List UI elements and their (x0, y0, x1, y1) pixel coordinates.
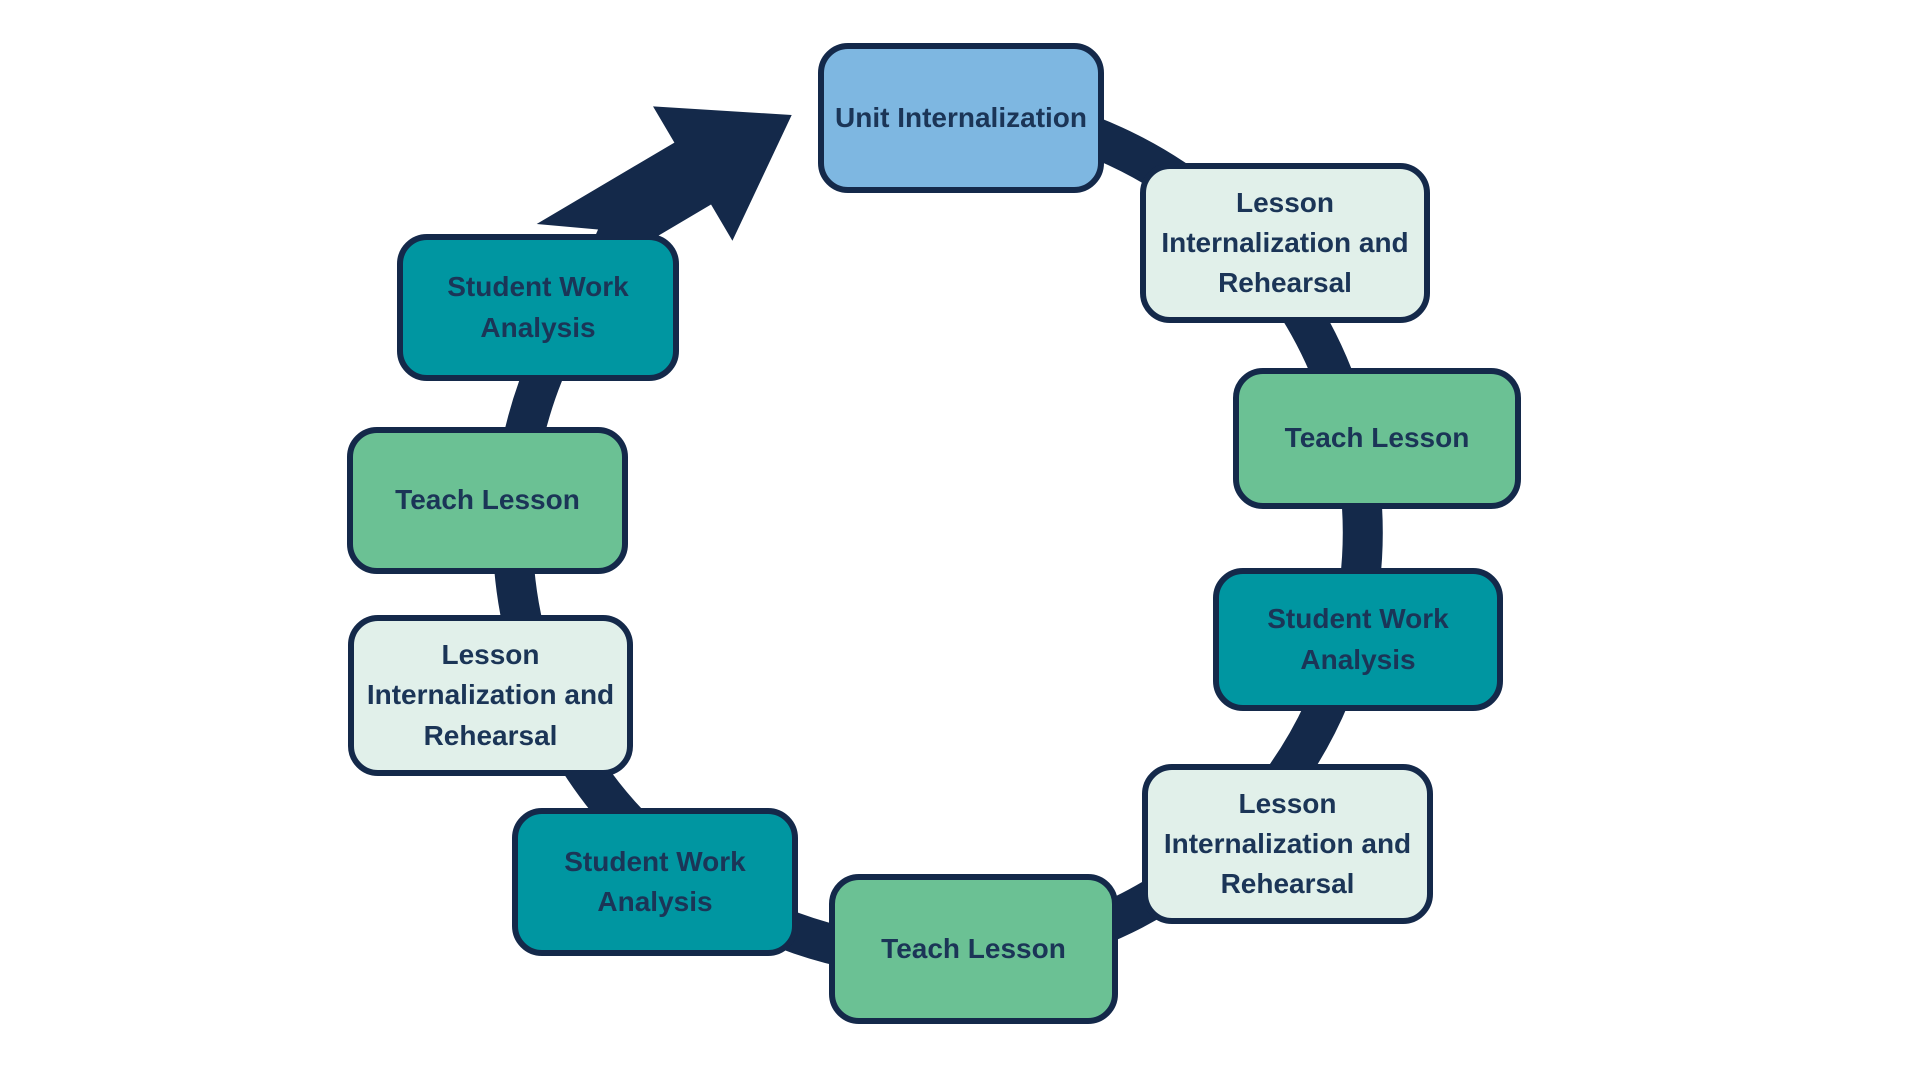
step-teach-lesson-bottom: Teach Lesson (829, 874, 1118, 1024)
step-lesson-internalization-left: Lesson Internalization and Rehearsal (348, 615, 633, 776)
step-student-work-analysis-top-left: Student Work Analysis (397, 234, 679, 381)
step-student-work-analysis-right: Student Work Analysis (1213, 568, 1503, 711)
step-unit-internalization: Unit Internalization (818, 43, 1104, 193)
step-lesson-internalization-bottom: Lesson Internalization and Rehearsal (1142, 764, 1433, 924)
step-student-work-analysis-bottom: Student Work Analysis (512, 808, 798, 956)
step-teach-lesson-right: Teach Lesson (1233, 368, 1521, 509)
step-teach-lesson-left: Teach Lesson (347, 427, 628, 574)
step-lesson-internalization-right: Lesson Internalization and Rehearsal (1140, 163, 1430, 323)
